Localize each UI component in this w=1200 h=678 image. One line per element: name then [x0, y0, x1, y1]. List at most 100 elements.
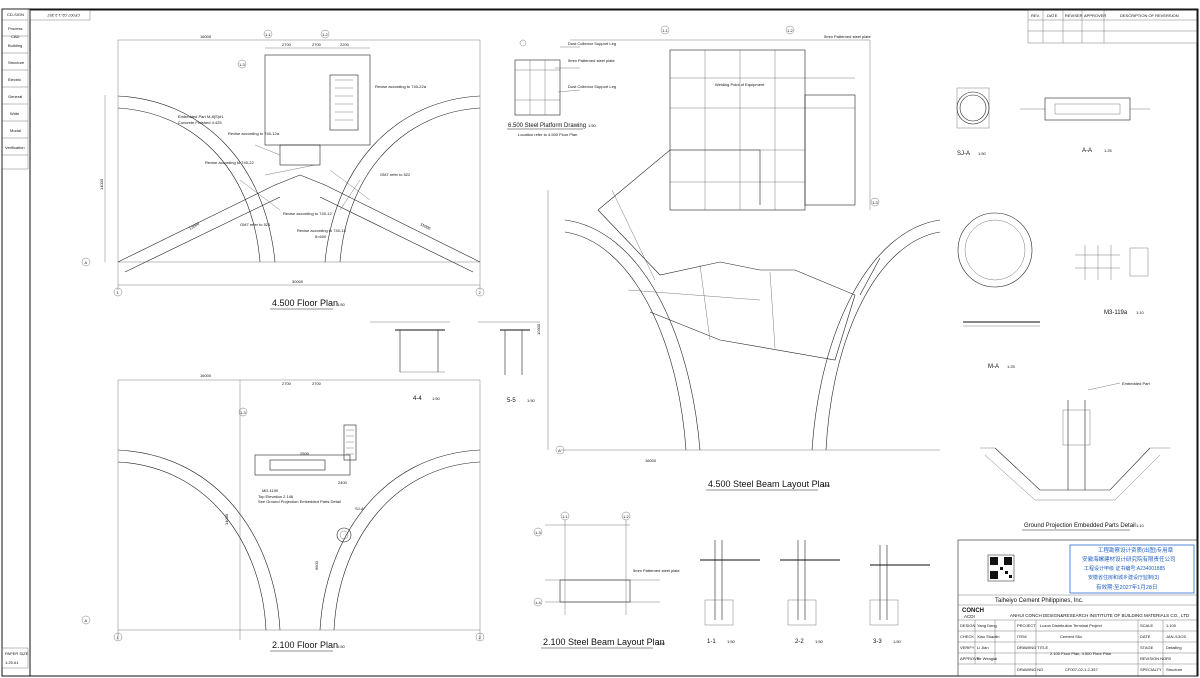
beam-layout-2100: 1-1 1-2 1-3 1-4 5mm Patterned steel plat…: [533, 511, 680, 649]
callout: Embedded Part: [1122, 381, 1151, 386]
view-title-floor-4500: 4.500 Floor Plan: [272, 298, 338, 308]
dim-text: 16000: [645, 458, 657, 463]
tb-field: ITEM: [1017, 634, 1027, 639]
dim-text: 13000: [188, 221, 201, 231]
svg-text:1: 1: [117, 290, 120, 295]
section-2-2: 2-2 1:50: [780, 540, 840, 645]
annotation: Revise according to 740-12a: [228, 131, 280, 136]
paper-size-value: 1:25 A1: [5, 660, 19, 665]
company-logo-text: CONCH: [962, 608, 984, 614]
tb-role: APPROVE: [960, 656, 980, 661]
tb-val: Structure: [1166, 667, 1183, 672]
left-strip-item: Process: [8, 26, 22, 31]
tb-val: JAN./13/25: [1166, 634, 1187, 639]
stamp-line: 工程设计甲级 证书编号:A234001885: [1084, 565, 1165, 572]
svg-text:1-2: 1-2: [623, 514, 630, 519]
client-name: Taiheiyo Cement Philippines, Inc.: [995, 598, 1084, 604]
rev-header: APPROVER: [1084, 13, 1106, 18]
stamp-line: 安徽省住房和城乡建设厅监制(3): [1088, 574, 1159, 581]
dim-text: 30000: [292, 279, 304, 284]
dim-text: 2700: [312, 42, 322, 47]
left-strip-item: Structure: [8, 60, 25, 65]
view-scale: 1:50: [337, 644, 346, 649]
left-strip-item: Building: [8, 43, 22, 48]
view-scale: 1:50: [432, 396, 441, 401]
view-title-floor-2100: 2.100 Floor Plan: [272, 640, 338, 650]
tb-name: Yang Deng: [977, 623, 997, 628]
detail-title: M-A: [988, 364, 999, 370]
company-logo-subtext: ACDI: [964, 614, 975, 619]
left-strip-item: Write: [10, 111, 20, 116]
dim-text: 2200: [340, 42, 350, 47]
svg-text:2: 2: [479, 635, 482, 640]
callout: Dust Collector Support Leg: [568, 41, 616, 46]
view-title-beam-4500: 4.500 Steel Beam Layout Plan: [708, 479, 830, 489]
view-scale: 1:50: [978, 151, 987, 156]
left-strip-item: Modal: [10, 128, 21, 133]
left-strip: CD-SIGN Process CAD Building Structure E…: [1, 8, 29, 669]
tb-field: PROJECT: [1017, 623, 1036, 628]
dim-text: 11000: [420, 221, 433, 231]
qr-code-icon: [987, 554, 1015, 582]
rev-header: REVISER: [1065, 13, 1083, 18]
annotation: Revise according to 740-22: [205, 160, 254, 165]
left-strip-item: General: [8, 94, 22, 99]
floor-plan-2100: 1 2 A 1-3 16000 2700 2700 2400 2500 1400…: [81, 373, 485, 652]
dim-text: 2700: [282, 381, 292, 386]
tb-role: DESIGN: [960, 623, 975, 628]
svg-text:1-1: 1-1: [562, 514, 569, 519]
svg-text:1-1: 1-1: [265, 32, 272, 37]
svg-text:2: 2: [479, 290, 482, 295]
annotation: See Ground Projection Embedded Parts Det…: [258, 499, 341, 504]
tb-value: Cement Silo: [1060, 634, 1083, 639]
stamp-line: 工程勘察设计资质(出图)专用章: [1098, 546, 1174, 554]
svg-text:1-3: 1-3: [872, 200, 879, 205]
rev-header: DATE: [1047, 13, 1058, 18]
svg-text:1: 1: [117, 635, 120, 640]
view-scale: 1:50: [893, 639, 902, 644]
annotation: Top Elevation 2.146: [258, 494, 294, 499]
dim-text: 9600: [314, 560, 319, 570]
tb-value: CF007-02-1.2-357: [1065, 667, 1098, 672]
annotation: Concrete Finished 4.425: [178, 120, 222, 125]
detail-title: SJ-A: [957, 151, 970, 157]
view-title-platform-6500: 6.500 Steel Platform Drawing: [508, 123, 586, 129]
section-3-3: 3-3 1:50: [869, 545, 930, 645]
annotation: Revise according to 740-13: [297, 228, 346, 233]
revision-table: REV. DATE REVISER APPROVER DESCRIPTION O…: [1027, 9, 1198, 44]
dim-text: 2400: [338, 480, 348, 485]
stamp-line: 安徽海螺建材设计研究院有限责任公司: [1082, 555, 1176, 563]
stamp-line: 有效期:至2027年1月28日: [1096, 583, 1157, 591]
tb-val: Detailing: [1166, 645, 1182, 650]
view-scale: 1:50: [337, 302, 346, 307]
paper-size-label: PAPER SIZE: [5, 651, 29, 656]
rev-header: REV.: [1031, 13, 1040, 18]
tb-field: DRAWING TITLE: [1017, 645, 1048, 650]
annotation: MD-1190: [262, 488, 279, 493]
tb-key: SPECIALTY: [1140, 667, 1162, 672]
annotation: Revise according to 740-12: [283, 211, 332, 216]
note: Location refer to 4.500 Floor Plan: [518, 132, 577, 137]
dim-text: 2700: [282, 42, 292, 47]
detail-ground-embedded: Embedded Part Ground Projection Embedded…: [980, 381, 1170, 531]
annotation: Embedded Part M-8(S)#1: [178, 114, 224, 119]
view-scale: 1:50: [815, 639, 824, 644]
annotation: SJ-A: [355, 506, 364, 511]
tb-name: Ye Wenglai: [977, 656, 997, 661]
callout: 5mm Patterned steel plate: [824, 34, 871, 39]
view-scale: 1:10: [1136, 310, 1145, 315]
conch-logo: CONCH ACDI: [962, 608, 984, 619]
tb-key: DATE: [1140, 634, 1151, 639]
section-1-1: 1-1 1:50: [700, 540, 760, 645]
detail-sj-a: SJ-A 1:50: [956, 87, 990, 157]
callout: Welding Point of Equipment: [715, 82, 765, 87]
section-4-4: 4-4 1:50: [370, 321, 450, 402]
drawing-number-rotated: CF007-02-1.2-357: [47, 13, 80, 18]
svg-text:1-4: 1-4: [535, 600, 542, 605]
view-scale: 1:50: [822, 483, 831, 488]
title-block: 工程勘察设计资质(出图)专用章 安徽海螺建材设计研究院有限责任公司 工程设计甲级…: [957, 539, 1198, 677]
svg-text:1-2: 1-2: [322, 32, 329, 37]
beam-layout-4500: 1-1 1-2 1-3 A 5mm Patterned steel plate …: [536, 25, 941, 491]
svg-text:1-3: 1-3: [239, 62, 246, 67]
floor-plan-4500: 1 2 A 1-1 1-2 1-3 16000 2700 2700 2200 3…: [81, 29, 485, 310]
